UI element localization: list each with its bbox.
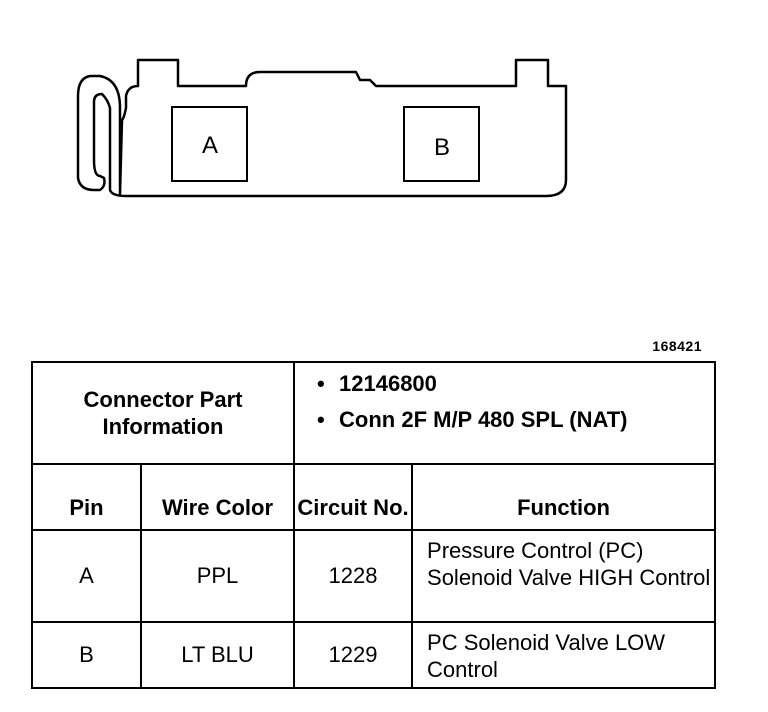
pin-cell: A	[31, 529, 142, 623]
circuit-cell: 1229	[293, 621, 414, 689]
part-number-item: •Conn 2F M/P 480 SPL (NAT)	[317, 407, 628, 432]
pin-cell: B	[31, 621, 142, 689]
part-number-list: •12146800 •Conn 2F M/P 480 SPL (NAT)	[293, 361, 717, 465]
connector-pinout-table: Connector Part Information •12146800 •Co…	[30, 361, 717, 689]
col-header-pin: Pin	[31, 463, 142, 531]
circuit-cell: 1228	[293, 529, 414, 623]
column-header-row: Pin Wire Color Circuit No. Function	[31, 463, 717, 531]
figure-id: 168421	[652, 338, 702, 354]
connector-outline	[76, 58, 568, 198]
cavity-b-label: B	[434, 134, 450, 161]
table-row: A PPL 1228 Pressure Control (PC) Solenoi…	[31, 529, 717, 623]
wire-color-cell: PPL	[139, 529, 296, 623]
table-row: B LT BLU 1229 PC Solenoid Valve LOW Cont…	[31, 621, 717, 689]
col-header-function: Function	[411, 463, 717, 531]
cavity-b-box	[403, 106, 480, 182]
function-cell: PC Solenoid Valve LOW Control	[411, 621, 717, 689]
wire-color-cell: LT BLU	[139, 621, 296, 689]
cavity-a-box	[171, 106, 248, 182]
cavity-a-label: A	[202, 132, 218, 159]
function-cell: Pressure Control (PC) Solenoid Valve HIG…	[411, 529, 717, 623]
part-info-header: Connector Part Information	[30, 361, 296, 465]
col-header-circuit-no: Circuit No.	[293, 463, 414, 531]
part-info-row: Connector Part Information •12146800 •Co…	[30, 361, 717, 465]
part-number-item: •12146800	[317, 371, 437, 396]
col-header-wire-color: Wire Color	[139, 463, 296, 531]
